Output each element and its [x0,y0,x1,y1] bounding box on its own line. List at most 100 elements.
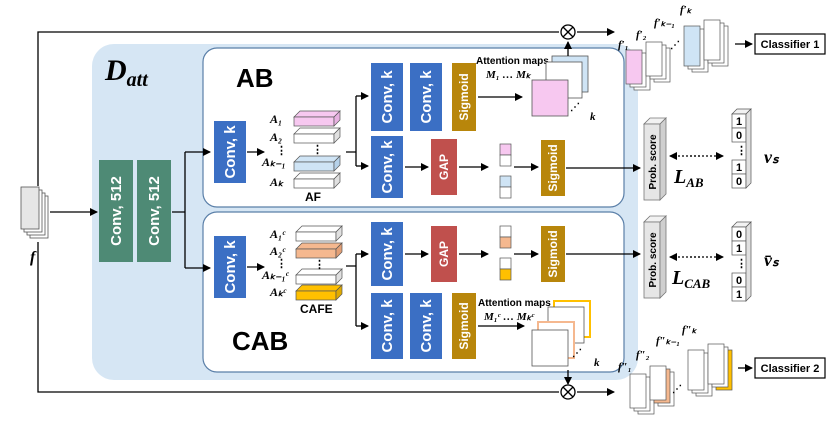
fprime-label-1: f′₁ [618,39,629,51]
svg-text:GAP: GAP [437,241,451,267]
ab-slab-dots: ⋮ [312,144,323,156]
fprime-label-2: f′₂ [636,29,647,41]
input-label: f [30,249,37,266]
vs-dots: ⋮ [736,145,747,157]
svg-text:Conv, k: Conv, k [222,125,239,179]
fdprime-label-3: f″ₖ₋₁ [656,335,680,347]
ab-gap-block: GAP [431,139,457,195]
ab-branch-path [346,96,357,166]
svg-text:Conv, 512: Conv, 512 [108,176,125,246]
svg-text:⋰: ⋰ [672,384,682,395]
vs-bar-bit-3: 0 [736,275,742,287]
ab-a-label-2: A₂ [269,130,282,144]
vs-bar-bit-4: 1 [736,289,742,301]
cab-slab-dots: ⋮ [314,259,325,271]
cafe-label: CAFE [300,302,333,316]
cafe-slabs [295,225,343,301]
vs-bit-4: 0 [736,176,742,188]
ab-title: AB [236,63,274,93]
af-slabs [293,110,341,189]
svg-text:Sigmoid: Sigmoid [457,302,471,349]
fprime-label-4: f′ₖ [680,4,693,16]
cab-a-label-3: Aₖ₋₁ᶜ [261,268,290,282]
ab-attention-sub: M₁ … Mₖ [485,69,532,81]
svg-text:GAP: GAP [437,154,451,180]
l-cab-label: LCAB [671,267,711,291]
top-skip-path [37,31,559,186]
cab-gap-block: GAP [431,226,457,282]
ab-attention-maps: ⋰ [531,55,589,117]
bottom-multiply-node [560,384,576,400]
datt-label: Datt [104,54,149,91]
classifier-1-box [754,33,826,55]
fdprime-label-1: f″₁ [618,361,632,373]
svg-text:Conv, k: Conv, k [379,299,396,353]
svg-text:Prob. score: Prob. score [648,134,659,189]
ab-attention-title: Attention maps [476,56,549,67]
svg-text:Sigmoid: Sigmoid [546,144,560,191]
cab-bottom-convk-2: Conv, k [410,293,442,359]
svg-text:⋰: ⋰ [570,102,580,113]
af-label: AF [305,190,321,204]
cab-bottom-sigmoid: Sigmoid [452,293,476,359]
fdprime-label-2: f″₂ [636,349,650,361]
bottom-skip-path [37,242,559,393]
cab-pooled-vector [499,225,512,281]
ab-pooled-vector [499,143,512,199]
split-path [172,152,186,268]
svg-text:⋰: ⋰ [572,348,582,359]
conv512-block-2: Conv, 512 [137,160,171,262]
svg-text:Conv, k: Conv, k [379,140,396,194]
cab-attention-k: k [594,357,600,369]
cab-top-convk: Conv, k [371,222,403,286]
cab-attention-title: Attention maps [478,298,551,309]
vs-bar-dots: ⋮ [736,258,747,270]
cab-attention-maps: ⋰ [531,300,591,367]
ab-top-convk-2: Conv, k [410,63,442,131]
cab-branch-path [346,254,357,326]
vs-bit-2: 0 [736,130,742,142]
cab-a-label-1: A₁ᶜ [269,227,286,241]
svg-text:Sigmoid: Sigmoid [457,73,471,120]
ab-prob-score-block: Prob. score [643,117,667,201]
fprime-label-3: f′ₖ₋₁ [654,17,675,29]
cab-bottom-convk-1: Conv, k [371,293,403,359]
ab-top-sigmoid: Sigmoid [452,63,476,131]
vs-bar-bit-2: 1 [736,243,742,255]
l-ab-label: LAB [673,166,704,190]
cab-a-label-4: Aₖᶜ [269,285,287,299]
ab-bottom-sigmoid: Sigmoid [541,140,565,196]
input-feature-stack [20,186,49,239]
ab-a-label-3: Aₖ₋₁ [261,155,286,169]
ab-convk-first: Conv, k [214,121,246,183]
ab-top-convk-1: Conv, k [371,63,403,131]
ab-attention-k: k [590,111,596,123]
vs-bar-bit-1: 0 [736,229,742,241]
svg-text:Conv, k: Conv, k [379,227,396,281]
cab-convk-first: Conv, k [214,236,246,298]
bottom-output-stacks: ⋰ [629,343,733,415]
top-output-stacks: ⋰ [625,19,729,91]
cab-attention-sub: M₁ᶜ … Mₖᶜ [483,311,535,323]
classifier-1-label: Classifier 1 [761,39,820,51]
svg-text:Conv, k: Conv, k [379,70,396,124]
svg-text:Conv, k: Conv, k [222,240,239,294]
cab-title: CAB [232,326,288,356]
vs-bit-3: 1 [736,162,742,174]
vs-bar-vector [731,221,752,302]
ab-bottom-convk: Conv, k [371,136,403,198]
svg-text:Conv, 512: Conv, 512 [146,176,163,246]
vs-label: vₛ [764,147,780,167]
svg-text:⋰: ⋰ [670,40,680,51]
svg-text:Sigmoid: Sigmoid [546,230,560,277]
top-multiply-node [560,24,576,40]
svg-text:Prob. score: Prob. score [648,232,659,287]
vs-vector [731,108,752,189]
cab-top-sigmoid: Sigmoid [541,226,565,282]
vs-bar-label: v̄ₛ [764,250,780,270]
cab-prob-score-block: Prob. score [643,215,667,299]
conv512-block-1: Conv, 512 [99,160,133,262]
classifier-2-label: Classifier 2 [761,363,820,375]
svg-text:Conv, k: Conv, k [418,299,435,353]
